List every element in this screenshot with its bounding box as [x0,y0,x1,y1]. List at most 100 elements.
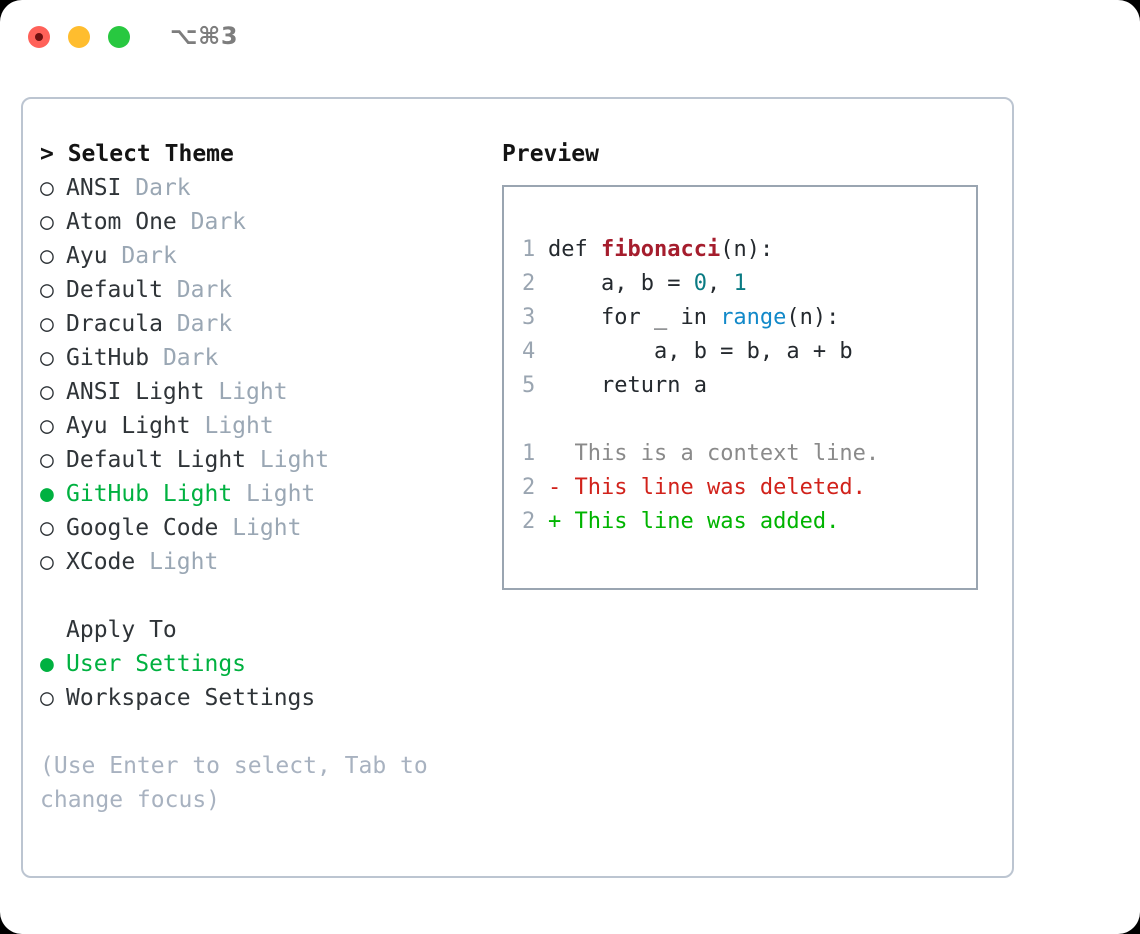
radio-unselected-icon: ○ [40,311,54,337]
radio-unselected-icon: ○ [40,515,54,541]
title-bar: ⌥⌘3 [0,0,1140,76]
theme-option-name: Ayu Light [66,413,191,439]
theme-option-google-code[interactable]: ○ Google Code Light [40,511,480,545]
spacer [108,243,122,269]
line-number: 2 [522,509,536,534]
code-token: 1 [733,271,747,296]
line-number: 2 [522,475,536,500]
theme-option-badge: Light [259,447,330,473]
theme-option-name: Default [66,277,163,303]
spacer [149,345,163,371]
theme-option-badge: Dark [190,209,247,235]
theme-option-badge: Dark [176,277,233,303]
line-number: 3 [522,305,536,330]
code-line: 5 return a [522,369,976,403]
diff-marker: + [548,509,575,534]
theme-option-default[interactable]: ○ Default Dark [40,273,480,307]
diff-text: This line was added. [574,509,840,534]
radio-unselected-icon: ○ [40,549,54,575]
spacer [232,481,246,507]
theme-option-name: Atom One [66,209,177,235]
theme-option-badge: Light [204,413,274,439]
theme-option-badge: Light [149,549,219,575]
line-number: 2 [522,271,536,296]
spacer [163,311,177,337]
radio-unselected-icon: ○ [40,175,54,201]
spacer [246,447,260,473]
code-token: , [706,271,734,296]
radio-selected-icon: ● [40,481,54,507]
theme-option-xcode[interactable]: ○ XCode Light [40,545,480,579]
code-token: a, b = b, a + b [548,339,853,364]
theme-option-name: GitHub Light [66,481,233,507]
spacer [135,549,149,575]
line-number: 5 [522,373,536,398]
diff-marker [548,441,575,466]
apply-to-option-user-settings[interactable]: ●User Settings [40,647,480,681]
diff-sample: 1 This is a context line.2- This line wa… [522,437,976,539]
spacer [218,515,232,541]
close-button-icon[interactable] [28,26,50,48]
radio-unselected-icon: ○ [40,345,54,371]
theme-option-badge: Dark [162,345,219,371]
theme-picker-dialog: > Select Theme ○ANSI Dark○Atom One Dark○… [21,97,1014,878]
code-token: 0 [693,271,707,296]
theme-list[interactable]: ○ANSI Dark○Atom One Dark○Ayu Dark○Defaul… [40,171,480,579]
theme-option-github[interactable]: ○GitHub Dark [40,341,480,375]
diff-marker: - [548,475,575,500]
theme-option-badge: Light [246,481,316,507]
minimize-button-icon[interactable] [68,26,90,48]
theme-option-name: Default Light [66,447,247,473]
apply-to-option-workspace-settings[interactable]: ○ Workspace Settings [40,681,480,715]
code-token: (n): [786,305,840,330]
code-token: for _ in [548,305,721,330]
diff-text: This is a context line. [574,441,880,466]
code-token: (n): [720,237,774,262]
theme-option-dracula[interactable]: ○Dracula Dark [40,307,480,341]
radio-selected-icon: ● [40,651,54,677]
radio-unselected-icon: ○ [40,277,54,303]
apply-to-list[interactable]: ●User Settings ○ Workspace Settings [40,647,480,715]
keyboard-shortcut-label: ⌥⌘3 [170,22,239,50]
theme-option-name: ANSI Light [66,379,205,405]
theme-option-atom-one[interactable]: ○Atom One Dark [40,205,480,239]
theme-option-ayu[interactable]: ○Ayu Dark [40,239,480,273]
code-line: 4 a, b = b, a + b [522,335,976,369]
theme-list-pane: > Select Theme ○ANSI Dark○Atom One Dark○… [40,137,480,817]
line-number: 1 [522,237,536,262]
radio-unselected-icon: ○ [40,447,54,473]
theme-option-name: XCode [66,549,136,575]
theme-option-name: Dracula [66,311,163,337]
theme-option-badge: Light [218,379,288,405]
theme-option-default-light[interactable]: ○ Default Light Light [40,443,480,477]
preview-label: Preview [502,141,599,167]
code-token: range [720,305,787,330]
apply-to-option-label: Workspace Settings [66,685,316,711]
code-token: a, b = [548,271,694,296]
radio-unselected-icon: ○ [40,413,54,439]
diff-line-del: 2- This line was deleted. [522,471,976,505]
section-spacer [40,579,480,613]
theme-option-badge: Light [232,515,302,541]
theme-option-name: Google Code [66,515,219,541]
spacer [177,209,191,235]
radio-unselected-icon: ○ [40,685,54,711]
theme-option-ansi-light[interactable]: ○ANSI Light Light [40,375,480,409]
code-diff-spacer [522,403,976,437]
maximize-button-icon[interactable] [108,26,130,48]
theme-option-github-light[interactable]: ● GitHub Light Light [40,477,480,511]
code-token: return a [548,373,707,398]
theme-option-ansi[interactable]: ○ANSI Dark [40,171,480,205]
theme-option-ayu-light[interactable]: ○ Ayu Light Light [40,409,480,443]
help-text: (Use Enter to select, Tab to change focu… [40,753,428,813]
select-theme-title: > Select Theme [40,141,234,167]
code-token: fibonacci [600,237,721,262]
line-number: 4 [522,339,536,364]
code-line: 2 a, b = 0, 1 [522,267,976,301]
radio-unselected-icon: ○ [40,243,54,269]
spacer [191,413,205,439]
